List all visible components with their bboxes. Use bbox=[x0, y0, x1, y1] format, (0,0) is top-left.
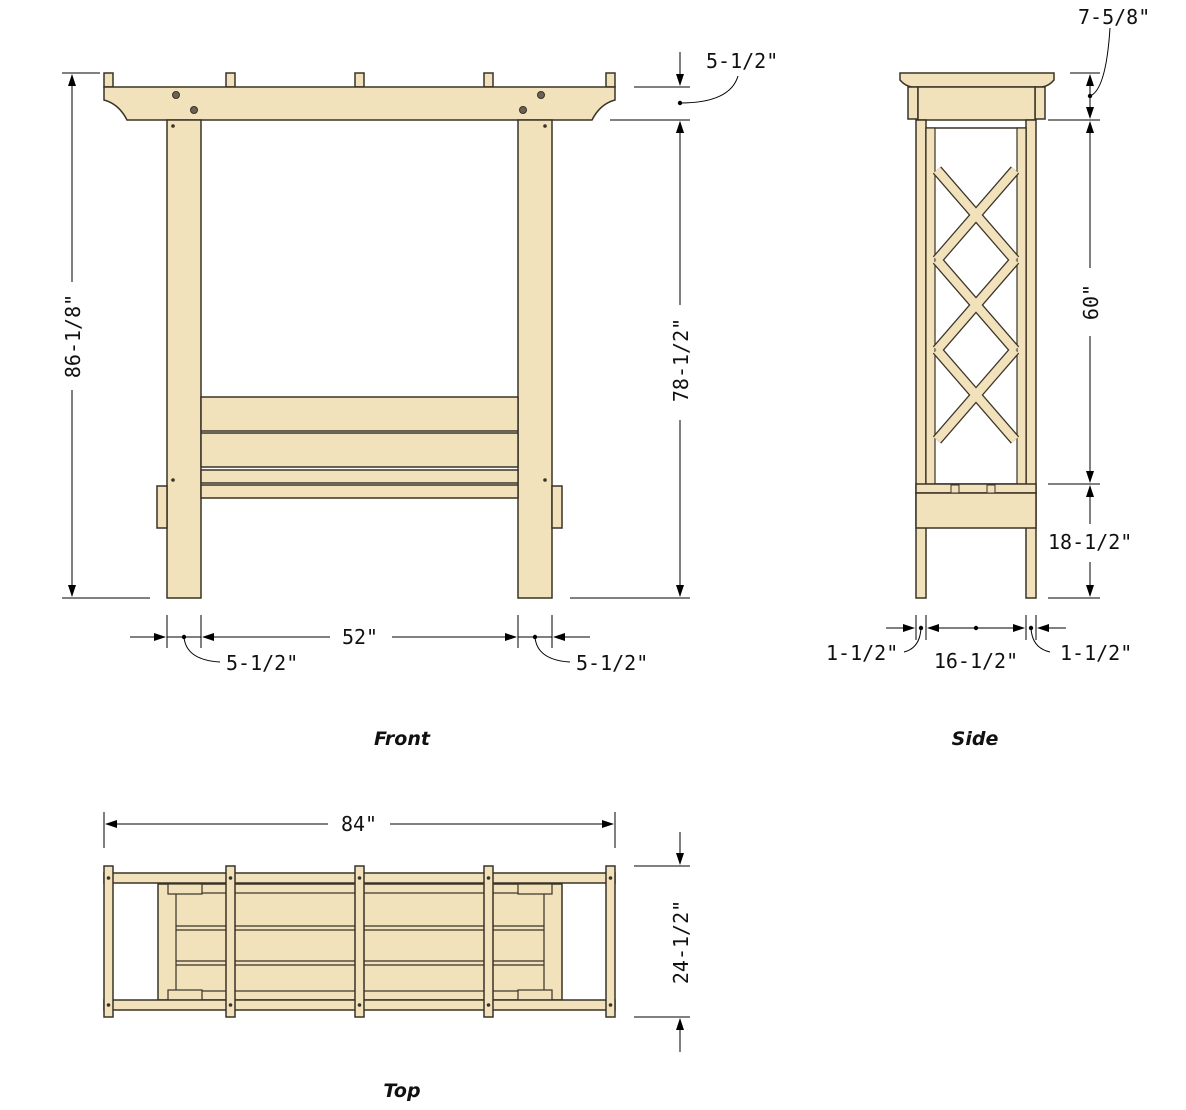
side-right-post-label: 1-1/2" bbox=[1060, 641, 1132, 665]
front-left-post-dot bbox=[181, 634, 187, 640]
front-right-post-width-label: 5-1/2" bbox=[576, 651, 648, 675]
front-beam-depth-dimension bbox=[634, 52, 739, 150]
front-width-dimension bbox=[130, 615, 590, 663]
front-beam-bolts bbox=[172, 91, 545, 114]
side-seat-height-label: 18-1/2" bbox=[1048, 530, 1132, 554]
front-right-post bbox=[517, 119, 553, 599]
front-left-post-width-label: 5-1/2" bbox=[226, 651, 298, 675]
side-beam-label: 7-5/8" bbox=[1078, 5, 1150, 29]
side-top-beam bbox=[917, 86, 1036, 121]
side-beam-block-left bbox=[907, 86, 919, 120]
front-top-beam bbox=[103, 86, 616, 121]
side-lattice-fill bbox=[933, 167, 1019, 443]
side-lattice-stile-left bbox=[925, 127, 936, 485]
top-view: 84" 24-1/2" Top bbox=[103, 812, 693, 1102]
side-view: 7-5/8" 60" 18-1/2" bbox=[826, 5, 1150, 750]
top-length-label: 84" bbox=[341, 812, 377, 836]
top-rafters bbox=[103, 865, 616, 1018]
front-beam-depth-dot bbox=[677, 100, 683, 106]
top-length-dimension bbox=[103, 812, 616, 848]
side-top-cap bbox=[899, 72, 1055, 88]
side-beam-dot bbox=[1087, 93, 1093, 99]
front-view: 86-1/8" 78-1/2" 5-1/2" bbox=[61, 49, 778, 750]
side-right-post-dot bbox=[1028, 625, 1034, 631]
side-seat-height-dimension bbox=[1048, 485, 1100, 599]
side-left-post-label: 1-1/2" bbox=[826, 641, 898, 665]
side-beam-block-right bbox=[1034, 86, 1046, 120]
side-view-title: Side bbox=[952, 728, 999, 750]
side-seat-brackets bbox=[950, 484, 996, 494]
side-inner-dot bbox=[973, 625, 979, 631]
side-seat-top bbox=[915, 483, 1037, 494]
front-overall-height-dimension bbox=[62, 72, 150, 599]
side-width-dimension bbox=[886, 615, 1066, 653]
front-post-screws bbox=[171, 124, 547, 482]
front-left-post bbox=[166, 119, 202, 599]
side-seat-apron bbox=[915, 492, 1037, 529]
front-right-post-dot bbox=[532, 634, 538, 640]
front-post-height-label: 78-1/2" bbox=[669, 318, 693, 402]
front-inner-width-label: 52" bbox=[342, 625, 378, 649]
side-lattice-height-label: 60" bbox=[1079, 284, 1103, 320]
top-view-title: Top bbox=[383, 1080, 420, 1102]
front-beam-depth-label: 5-1/2" bbox=[706, 49, 778, 73]
side-inner-label: 16-1/2" bbox=[934, 649, 1018, 673]
front-rafter-ends bbox=[103, 72, 616, 88]
top-depth-dimension bbox=[634, 832, 690, 1052]
side-lattice-stile-right bbox=[1016, 127, 1027, 485]
top-rafter-screws bbox=[106, 876, 613, 1007]
side-lattice-height-dimension bbox=[1048, 121, 1100, 485]
top-depth-label: 24-1/2" bbox=[669, 900, 693, 984]
front-bench bbox=[156, 396, 563, 529]
front-post-height-dimension bbox=[570, 119, 690, 599]
front-view-title: Front bbox=[374, 728, 431, 750]
side-left-post-dot bbox=[918, 625, 924, 631]
side-beam-dimension bbox=[1048, 27, 1111, 121]
front-overall-height-label: 86-1/8" bbox=[61, 294, 85, 378]
